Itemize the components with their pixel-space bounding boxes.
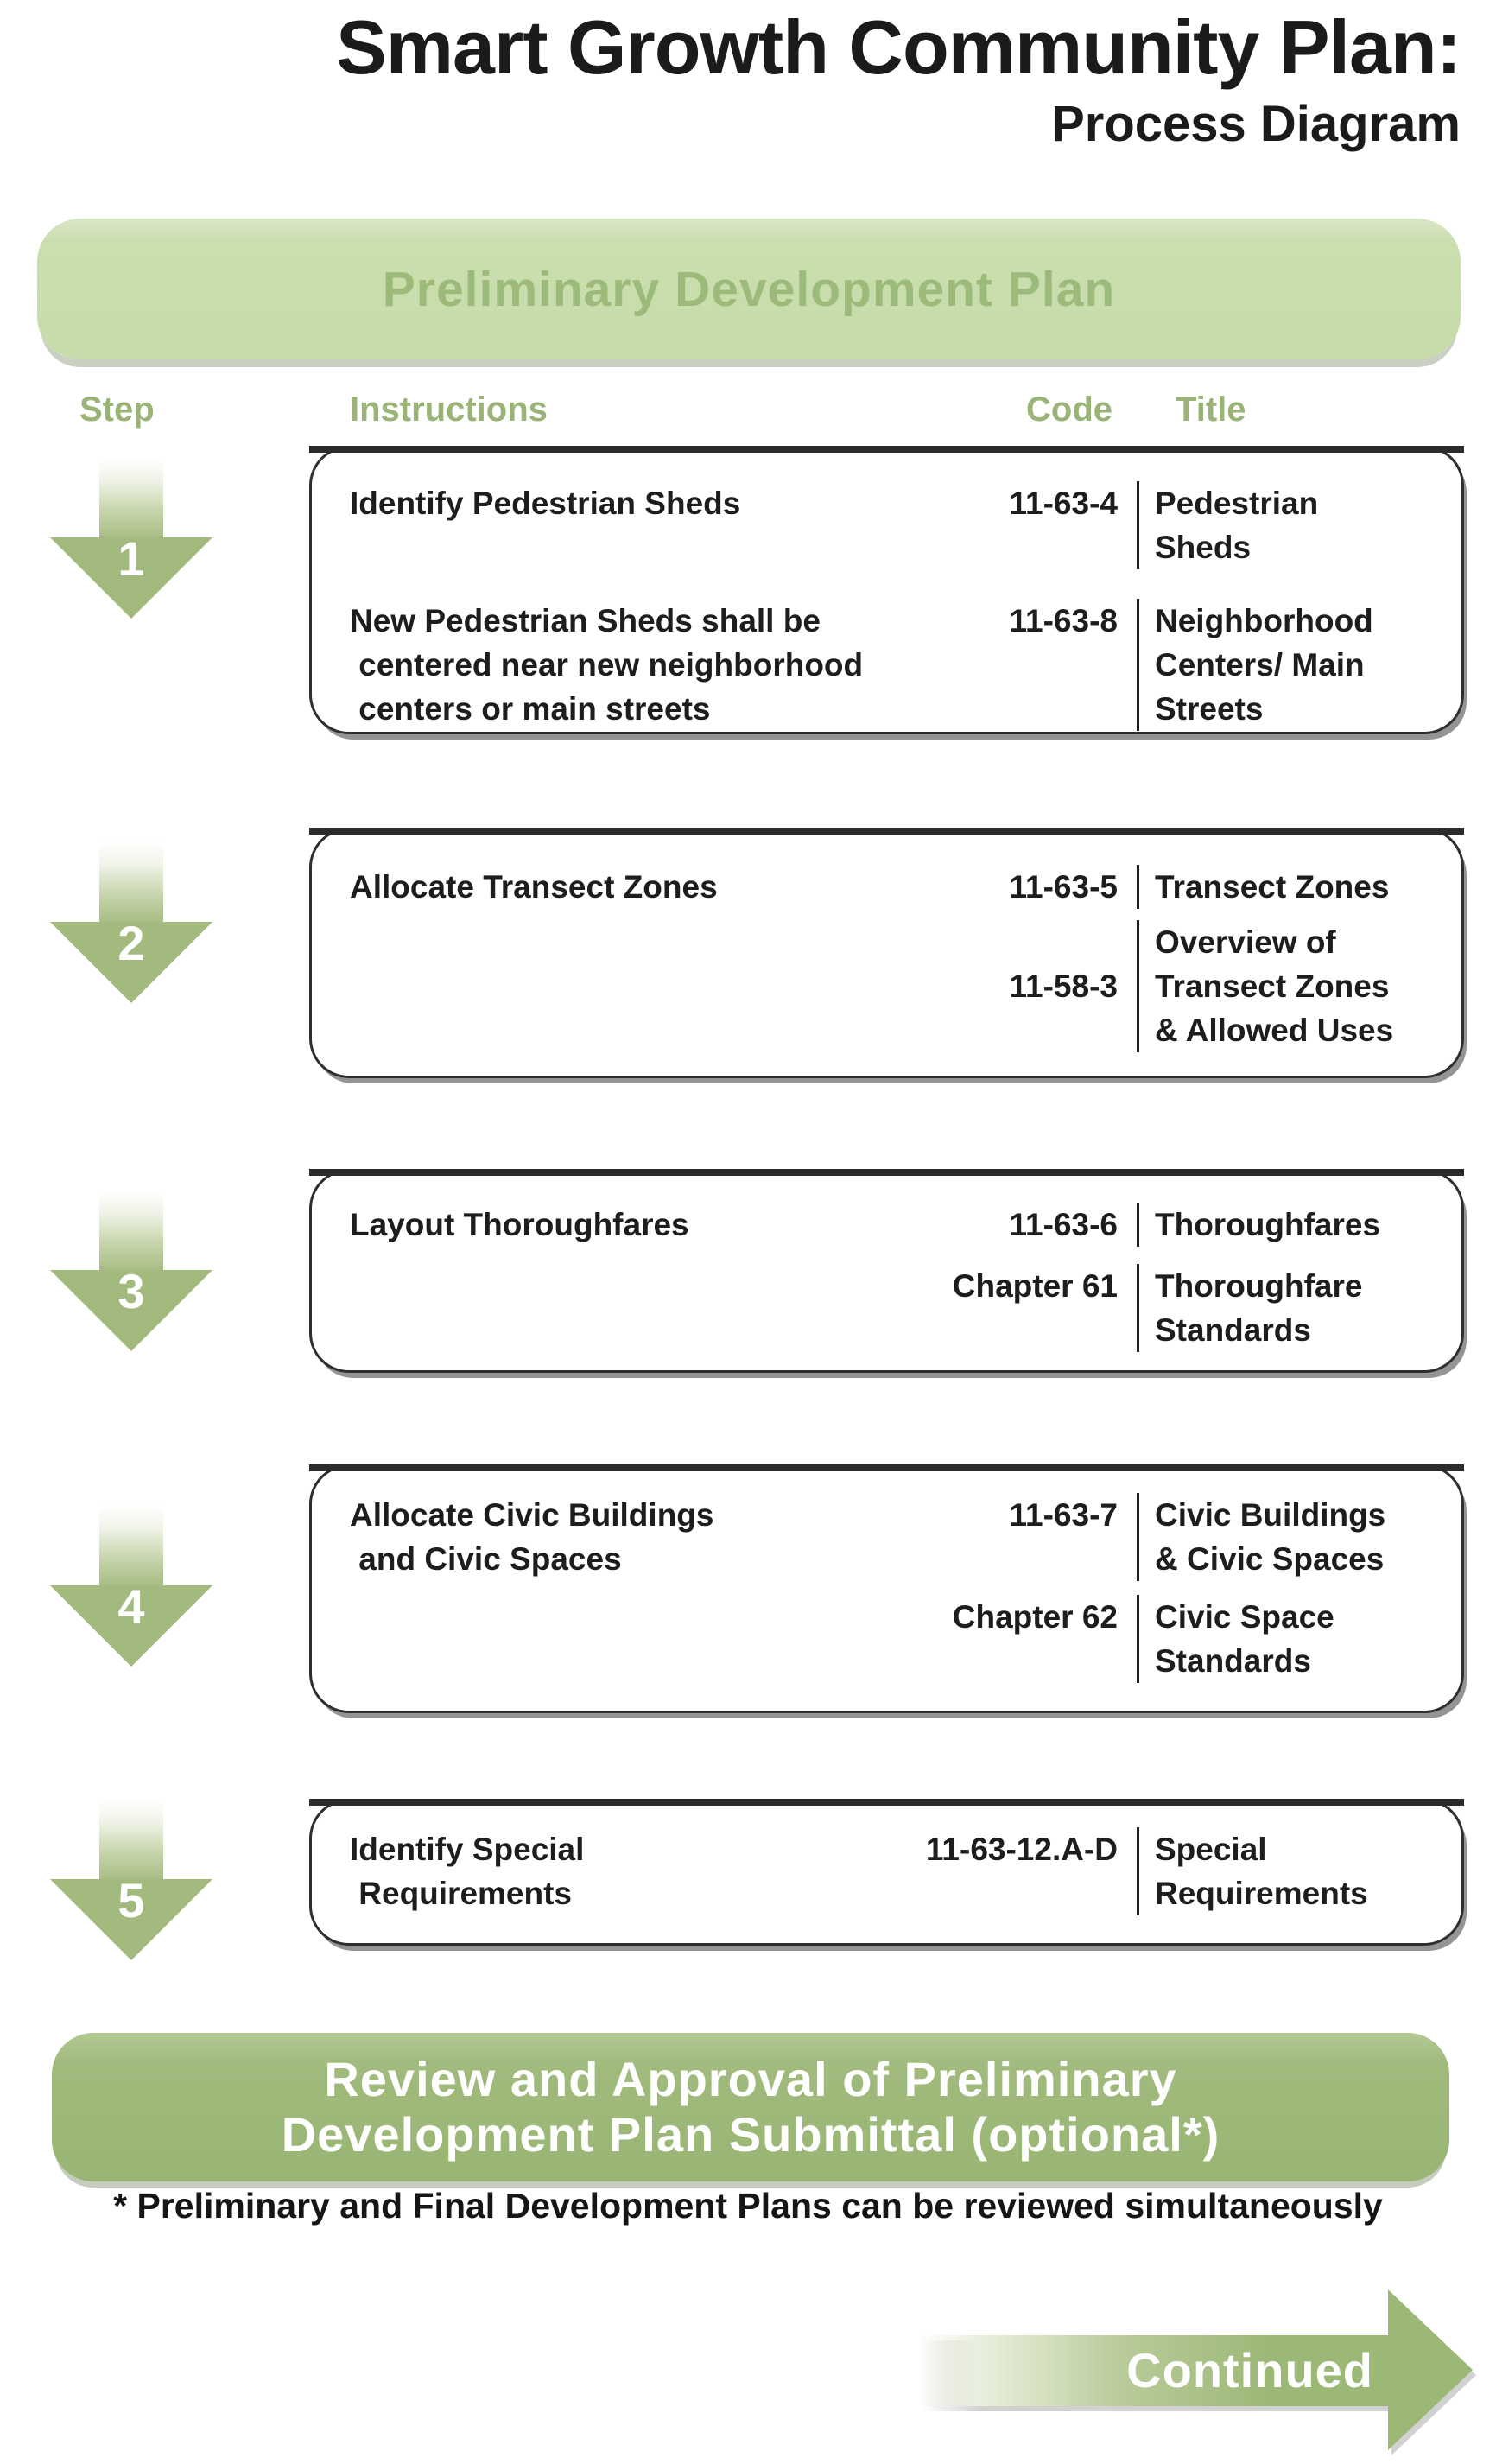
code-title: Neighborhood Centers/ Main Streets <box>1137 599 1448 731</box>
arrow-stem <box>99 458 163 538</box>
code-title: Civic Buildings & Civic Spaces <box>1137 1493 1448 1581</box>
step-arrow-1: 1 <box>50 458 212 619</box>
instruction-text: New Pedestrian Sheds shall be centered n… <box>350 603 864 727</box>
review-banner-line1: Review and Approval of Preliminary <box>324 2052 1177 2106</box>
step-arrow-5: 5 <box>50 1800 212 1960</box>
code-ref: 11-63-7 <box>1009 1497 1119 1533</box>
step-box-5: Identify Special Requirements 11-63-12.A… <box>309 1799 1464 1946</box>
step-row: Identify Special Requirements 11-63-12.A… <box>350 1827 1448 1915</box>
arrow-right-icon <box>1388 2289 1473 2450</box>
arrow-down-icon <box>50 537 212 619</box>
code-title: Special Requirements <box>1137 1827 1448 1915</box>
step-row: Allocate Transect Zones 11-63-5 Transect… <box>350 865 1448 920</box>
code-title: Thoroughfare Standards <box>1137 1264 1448 1352</box>
arrow-down-icon <box>50 1879 212 1960</box>
arrow-stem <box>99 1506 163 1586</box>
code-title: Overview of Transect Zones & Allowed Use… <box>1137 920 1448 1052</box>
arrow-stem <box>99 1191 163 1271</box>
code-ref: Chapter 61 <box>952 1268 1118 1304</box>
footnote: * Preliminary and Final Development Plan… <box>113 2186 1383 2226</box>
code-ref: 11-63-6 <box>1009 1207 1119 1242</box>
step-number-1: 1 <box>117 531 145 586</box>
arrow-down-icon <box>50 1585 212 1667</box>
continued-arrow-body <box>917 2335 1389 2406</box>
step-number-5: 5 <box>117 1873 145 1927</box>
step-number-3: 3 <box>117 1264 145 1318</box>
step-number-2: 2 <box>117 916 145 970</box>
code-title: Pedestrian Sheds <box>1137 481 1448 569</box>
continued-label: Continued <box>1126 2343 1373 2397</box>
arrow-down-icon <box>50 922 212 1003</box>
arrow-stem <box>99 1800 163 1880</box>
step-arrow-4: 4 <box>50 1506 212 1667</box>
code-ref: 11-63-4 <box>1009 486 1119 521</box>
continued-arrow: Continued <box>917 2289 1474 2450</box>
step-row: Chapter 61 Thoroughfare Standards <box>350 1264 1448 1352</box>
column-header-title: Title <box>1176 391 1246 429</box>
code-title: Transect Zones <box>1137 865 1448 909</box>
instruction-text: Identify Pedestrian Sheds <box>350 486 741 521</box>
instruction-text: Layout Thoroughfares <box>350 1207 689 1242</box>
step-row: Identify Pedestrian Sheds 11-63-4 Pedest… <box>350 481 1448 599</box>
code-ref: Chapter 62 <box>952 1599 1118 1635</box>
code-title: Thoroughfares <box>1137 1203 1448 1247</box>
arrow-down-icon <box>50 1270 212 1351</box>
step-arrow-3: 3 <box>50 1191 212 1351</box>
step-row: Chapter 62 Civic Space Standards <box>350 1595 1448 1683</box>
code-ref: 11-58-3 <box>1009 968 1119 1004</box>
step-box-1: Identify Pedestrian Sheds 11-63-4 Pedest… <box>309 446 1464 734</box>
arrow-stem <box>99 842 163 923</box>
instruction-text: Allocate Civic Buildings and Civic Space… <box>350 1497 714 1577</box>
column-header-step: Step <box>79 391 155 429</box>
step-box-2: Allocate Transect Zones 11-63-5 Transect… <box>309 828 1464 1078</box>
column-header-instructions: Instructions <box>350 391 548 429</box>
column-header-code: Code <box>1026 391 1112 429</box>
code-ref: 11-63-12.A-D <box>925 1832 1118 1867</box>
code-ref: 11-63-5 <box>1009 869 1119 905</box>
instruction-text: Allocate Transect Zones <box>350 869 718 905</box>
step-row: Allocate Civic Buildings and Civic Space… <box>350 1493 1448 1595</box>
review-approval-banner: Review and Approval of Preliminary Devel… <box>52 2033 1449 2181</box>
step-box-3: Layout Thoroughfares 11-63-6 Thoroughfar… <box>309 1169 1464 1373</box>
code-title: Civic Space Standards <box>1137 1595 1448 1683</box>
step-number-4: 4 <box>117 1579 145 1634</box>
code-ref: 11-63-8 <box>1009 603 1119 638</box>
step-row: 11-58-3 Overview of Transect Zones & All… <box>350 920 1448 1052</box>
step-row: New Pedestrian Sheds shall be centered n… <box>350 599 1448 731</box>
phase-banner-label: Preliminary Development Plan <box>382 261 1116 317</box>
review-banner-line2: Development Plan Submittal (optional*) <box>281 2107 1220 2162</box>
page-subtitle: Process Diagram <box>1051 96 1461 152</box>
step-box-4: Allocate Civic Buildings and Civic Space… <box>309 1464 1464 1713</box>
step-row: Layout Thoroughfares 11-63-6 Thoroughfar… <box>350 1203 1448 1264</box>
instruction-text: Identify Special Requirements <box>350 1832 585 1911</box>
page-title: Smart Growth Community Plan: <box>336 4 1461 90</box>
step-arrow-2: 2 <box>50 842 212 1003</box>
phase-banner: Preliminary Development Plan <box>37 219 1461 359</box>
